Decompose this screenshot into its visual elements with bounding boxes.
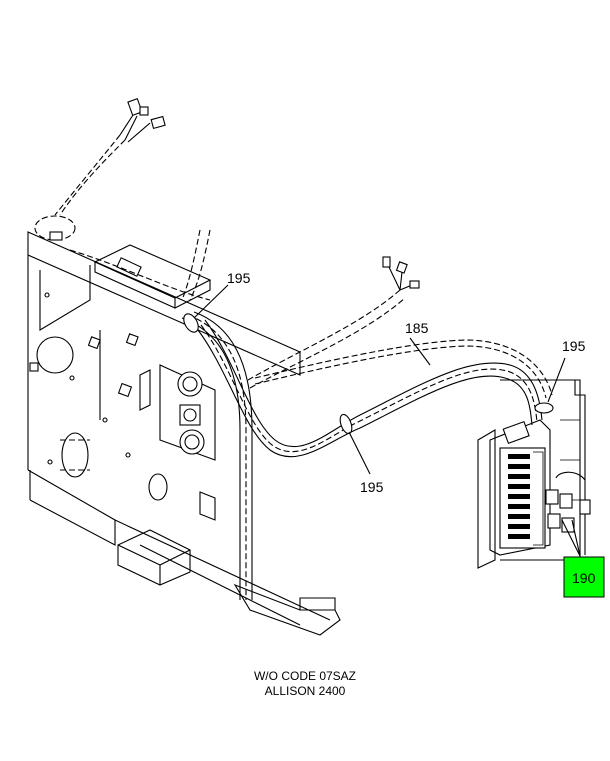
upper-connector-cluster — [54, 98, 166, 216]
callout-190[interactable]: 190 — [572, 570, 596, 586]
bulkhead-frame — [27, 215, 331, 626]
leader-lines — [193, 284, 581, 557]
fuse-relay-panel — [477, 379, 591, 569]
callout-195-mid: 195 — [360, 479, 384, 495]
caption-line-2: ALLISON 2400 — [264, 684, 346, 698]
callout-195-top: 195 — [227, 270, 251, 286]
callout-195-right: 195 — [562, 338, 586, 354]
callout-190-highlight[interactable] — [563, 556, 605, 598]
fuse-row — [508, 454, 530, 539]
harness-185 — [181, 256, 554, 636]
callout-185: 185 — [405, 320, 429, 336]
caption-line-1: W/O CODE 07SAZ — [253, 669, 357, 683]
